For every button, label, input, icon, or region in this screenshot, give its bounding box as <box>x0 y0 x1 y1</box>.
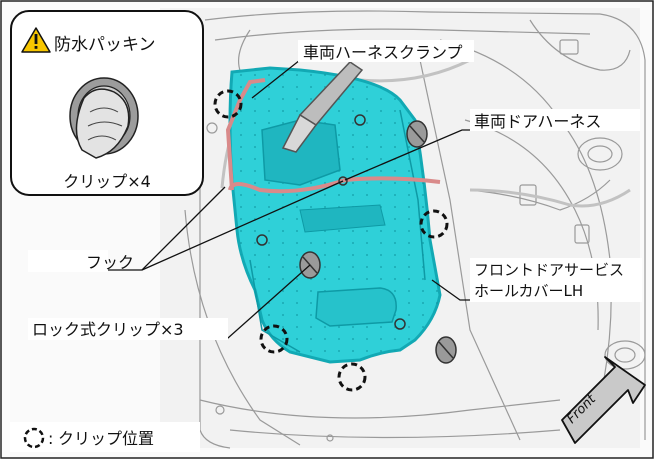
waterproof-packing-inset: 防水パッキン クリップ×4 <box>10 10 204 196</box>
service-cover-label-line1: フロントドアサービス <box>474 261 624 279</box>
callout-harness-clamp: 車両ハーネスクランプ <box>298 40 474 62</box>
door-harness-label: 車両ドアハーネス <box>474 112 601 131</box>
packing-clip-illustration <box>69 77 139 159</box>
clip-position-marker <box>213 89 243 119</box>
clip-hole <box>256 234 268 246</box>
warning-icon <box>21 27 51 53</box>
hook-point <box>338 176 348 186</box>
service-cover-label-line2: ホールカバーLH <box>474 282 583 300</box>
door-harness-wire <box>228 176 441 194</box>
lock-clip-1 <box>406 120 428 148</box>
lock-clip-label: ロック式クリップ×3 <box>32 320 184 339</box>
clip-position-marker <box>337 362 367 392</box>
inset-caption: クリップ×4 <box>63 172 151 191</box>
clip-hole <box>354 114 366 126</box>
service-hole-cover <box>228 66 442 364</box>
harness-wire-right <box>469 188 631 208</box>
legend-label: クリップ位置 <box>58 429 154 448</box>
clip-position-legend: : クリップ位置 <box>10 422 200 452</box>
clip-position-marker <box>419 209 449 239</box>
door-harness-riser <box>225 78 266 191</box>
callout-hook: フック <box>28 250 134 272</box>
callout-door-harness: 車両ドアハーネス <box>470 109 640 131</box>
callout-lock-clip: ロック式クリップ×3 <box>28 318 228 340</box>
lock-clip-3 <box>435 336 457 364</box>
clip-hole <box>394 318 406 330</box>
clip-position-marker <box>259 324 289 354</box>
clamp-tool <box>281 61 364 153</box>
legend-dashed-circle-icon <box>23 427 45 449</box>
legend-separator: : <box>48 429 53 448</box>
hook-label: フック <box>86 253 134 272</box>
callout-service-cover: フロントドアサービス ホールカバーLH <box>470 258 642 302</box>
harness-clamp-label: 車両ハーネスクランプ <box>303 43 463 62</box>
inset-title: 防水パッキン <box>54 35 156 55</box>
